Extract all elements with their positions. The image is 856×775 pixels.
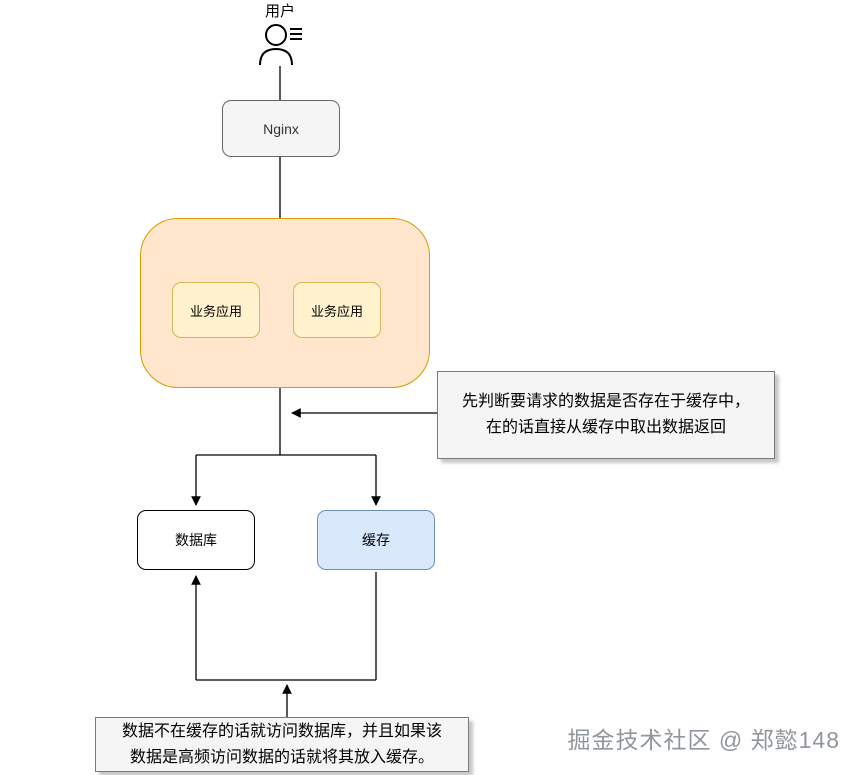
cache-label: 缓存 [362, 532, 390, 548]
user-label: 用户 [264, 3, 295, 20]
cache-check-note-line2: 在的话直接从缓存中取出数据返回 [485, 419, 726, 436]
nginx-node: Nginx [222, 100, 340, 157]
app-node-1-label: 业务应用 [189, 303, 242, 319]
app-node-2: 业务应用 [293, 282, 381, 338]
cache-miss-note-line2: 数据是高频访问数据的话就将其放入缓存。 [129, 748, 434, 766]
cache-miss-note: 数据不在缓存的话就访问数据库，并且如果该 数据是高频访问数据的话就将其放入缓存。 [95, 717, 469, 772]
database-label: 数据库 [175, 532, 217, 548]
cache-check-note: 先判断要请求的数据是否存在于缓存中， 在的话直接从缓存中取出数据返回 [437, 371, 775, 459]
cache-miss-note-line1: 数据不在缓存的话就访问数据库，并且如果该 [121, 722, 442, 740]
app-node-1: 业务应用 [172, 282, 260, 338]
cache-node: 缓存 [317, 510, 435, 570]
watermark: 掘金技术社区 @ 郑懿148 [567, 727, 840, 753]
database-node: 数据库 [137, 510, 255, 570]
app-node-2-label: 业务应用 [310, 303, 363, 319]
cache-check-note-line1: 先判断要请求的数据是否存在于缓存中， [461, 393, 750, 411]
user-actor: 用户 [248, 2, 312, 66]
nginx-label: Nginx [263, 120, 299, 137]
user-icon [259, 24, 302, 66]
